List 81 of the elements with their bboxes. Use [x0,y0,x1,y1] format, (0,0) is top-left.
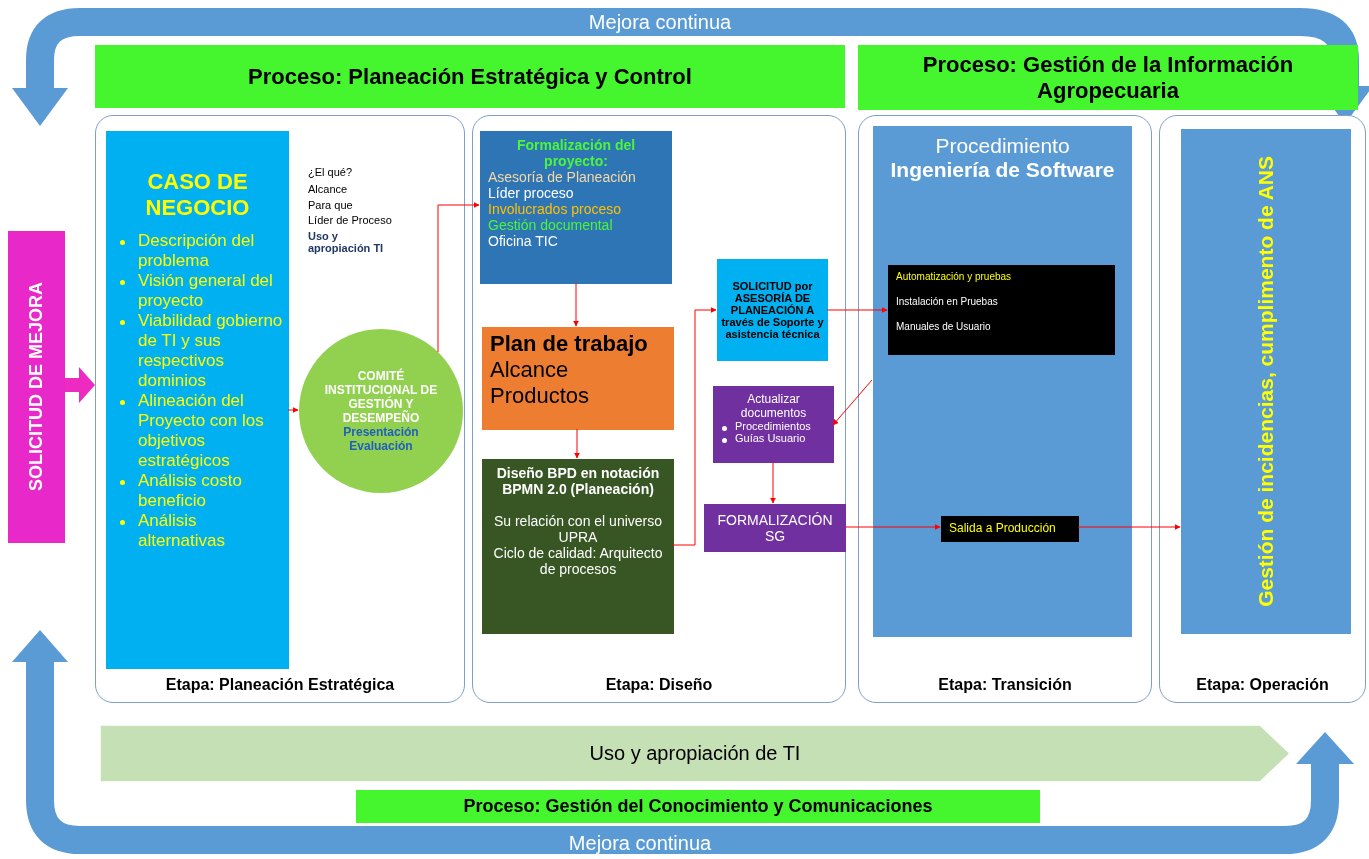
process-box [713,386,834,463]
process-box [717,259,828,361]
arrow [437,202,480,353]
stage-panel [1159,115,1366,703]
node-text: Automatización y pruebas [896,271,1013,282]
node-text: Plan de trabajo [490,331,649,357]
node-text: Alcance [490,357,570,383]
node-text: Proceso: Gestión de la Información Agropecuaria [921,51,1295,104]
node-text: Proceso: Planeación Estratégica y Control [248,63,692,90]
arrow [574,428,580,459]
node-text: Procedimiento [934,134,1071,158]
node-text: FORMALIZACIÓN SG [716,512,834,544]
node-text: Instalación en Pruebas [896,296,999,307]
arrow [832,379,873,426]
arrow [287,407,299,413]
stage-panel [95,115,465,703]
arrow [672,307,717,546]
bullet-item: Análisis alternativas [138,511,225,550]
node-text: Líder proceso [488,185,575,201]
node-text: Formalización del proyecto: [515,137,637,169]
process-box [888,265,1115,355]
process-box [941,516,1079,542]
node-text: Salida a Producción [949,521,1057,535]
node-text: Uso y apropiación de TI [589,742,801,765]
node-text: Oficina TIC [488,233,559,249]
bullet-item: Viabilidad gobierno de TI y sus respectivos dominios [138,311,283,390]
bullet-item: Visión general del proyecto [138,271,273,310]
node-text: Manuales de Usuario [896,321,992,332]
stage-panel [472,115,846,703]
bullet-item: Descripción del problema [138,231,255,270]
node-text: Gestión documental [488,217,614,233]
node-text: Productos [490,383,591,409]
cycle-label: Mejora continua [587,11,733,34]
process-band [95,45,845,108]
cycle-label: Mejora continua [567,832,713,855]
process-box [482,327,674,430]
node-text: CASO DE NEGOCIO [144,168,251,222]
arrow [844,524,941,530]
process-box [480,131,672,284]
node-text: Ciclo de calidad: Arquitecto de procesos [492,545,664,577]
arrow [770,461,776,504]
chevron-band [100,725,1290,782]
stage-title: Etapa: Diseño [604,676,714,694]
procedure-panel [873,126,1132,637]
bullet-item: Procedimientos [735,420,811,432]
arrow [826,307,888,313]
process-band [356,790,1040,823]
arrow [573,282,579,327]
node-text: Gestión de incidencias, cumplimento de ANS [1254,156,1278,607]
stage-title: Etapa: Planeación Estratégica [164,676,396,694]
node-text: SOLICITUD DE MEJORA [26,282,47,492]
arrow [65,367,95,403]
node-text: Involucrados proceso [488,201,623,217]
process-panel [1181,129,1351,634]
process-box [106,131,289,669]
node-text: SOLICITUD por ASESORÍA DE PLANEACIÓN A través de Soporte y asistencia técnica [721,280,824,340]
bullet-item: Análisis costo beneficio [138,471,242,510]
stage-title: Etapa: Transición [937,676,1073,694]
node-text: Ingeniería de Software [889,158,1116,182]
stage-title: Etapa: Operación [1195,676,1330,694]
bullet-item: Alineación del Proyecto con los objetivos estratégicos [138,391,264,470]
note-text: Alcance [308,183,349,195]
process-band [858,45,1358,110]
process-box [704,504,846,552]
arrow [1077,524,1181,530]
note-text: ¿El qué? [308,166,354,178]
node-text: COMITÉ INSTITUCIONAL DE GESTIÓN Y DESEMPEÑO [323,369,439,425]
node-text: Actualizar documentos [739,392,808,420]
node-text: Presentación [343,425,419,439]
note-text: Líder de Proceso [308,214,393,226]
node-text: Proceso: Gestión del Conocimiento y Comunicaciones [463,796,933,817]
bullet-item: Guías Usuario [735,432,806,444]
note-text: Para que [308,199,354,211]
stage-panel [858,115,1152,703]
request-bar [8,231,65,543]
node-text: Su relación con el universo UPRA [492,513,664,545]
node-text: Evaluación [349,439,413,453]
node-text: Asesoría de Planeación [488,169,637,185]
note-text: Uso y apropiación TI [308,230,385,254]
node-text: Diseño BPD en notación BPMN 2.0 (Planeación) [495,465,661,499]
process-box [482,459,674,634]
